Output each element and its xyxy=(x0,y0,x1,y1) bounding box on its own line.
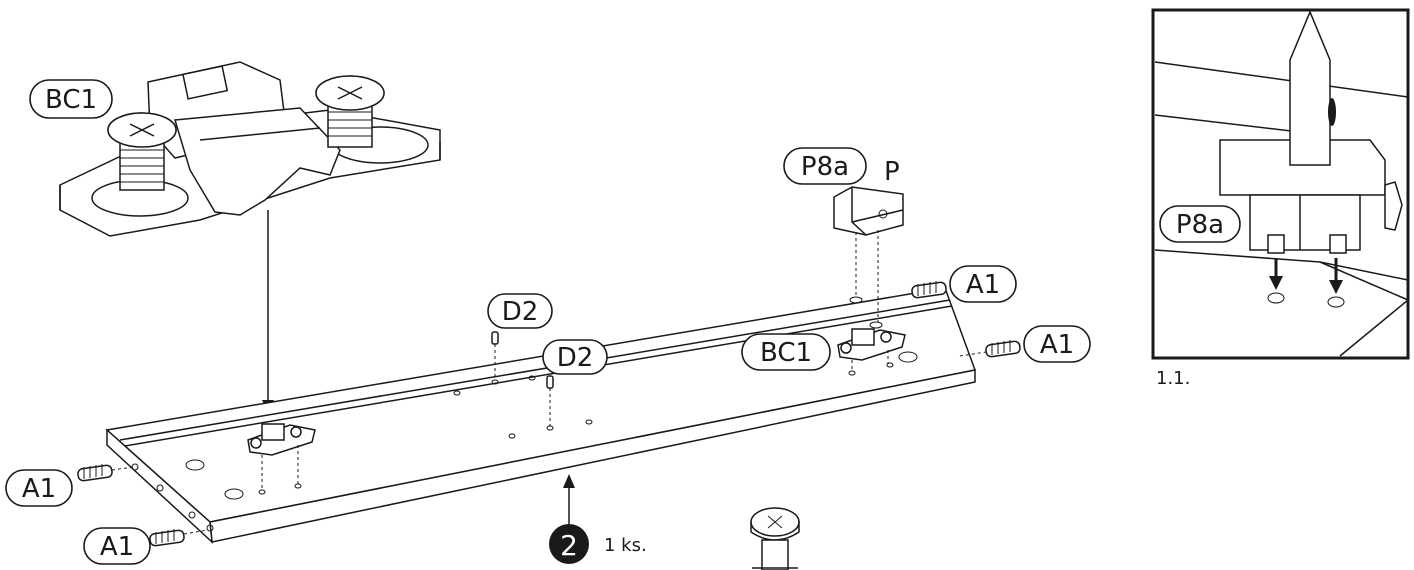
svg-text:2: 2 xyxy=(560,529,578,562)
wooden-dowel-icon xyxy=(491,331,554,426)
label-bc1-panel: BC1 xyxy=(741,333,831,371)
svg-text:A1: A1 xyxy=(100,532,134,562)
label-d2-first: D2 xyxy=(487,293,553,329)
svg-text:A1: A1 xyxy=(1040,330,1074,360)
screw-a1-right-mid xyxy=(959,340,1021,358)
screw-a1-left-top xyxy=(77,464,135,482)
label-a1-left-bottom: A1 xyxy=(83,527,151,565)
svg-text:A1: A1 xyxy=(966,270,1000,300)
label-a1-right-top: A1 xyxy=(949,265,1017,303)
hinge-plate-left-small xyxy=(247,423,316,490)
detail-inset: P8a xyxy=(1151,8,1410,360)
label-p8a: P8a xyxy=(783,147,867,185)
svg-text:BC1: BC1 xyxy=(760,338,812,368)
svg-text:A1: A1 xyxy=(22,474,56,504)
svg-text:BC1: BC1 xyxy=(45,85,97,115)
connector-block-icon xyxy=(833,186,904,322)
screw-a1-left-bottom xyxy=(149,529,209,547)
label-d2-second: D2 xyxy=(542,339,608,375)
screw-a1-right-top xyxy=(911,281,947,299)
hinge-plate-right-small xyxy=(837,328,906,372)
placement-arrow xyxy=(262,210,274,414)
hinge-mounting-plate-icon xyxy=(59,61,441,237)
panel-indicator-arrow xyxy=(563,474,575,530)
svg-text:P8a: P8a xyxy=(1176,210,1224,240)
label-bc1-large: BC1 xyxy=(29,79,113,119)
svg-text:P8a: P8a xyxy=(801,152,849,182)
step-number-badge: 2 xyxy=(549,524,589,564)
label-p: P xyxy=(884,157,900,187)
quantity-label: 1 ks. xyxy=(604,535,647,556)
label-a1-left-top: A1 xyxy=(5,469,73,507)
confirmat-screw-icon xyxy=(750,507,800,570)
svg-text:D2: D2 xyxy=(502,297,539,327)
detail-reference-label: 1.1. xyxy=(1156,368,1190,389)
svg-text:D2: D2 xyxy=(557,343,594,373)
label-a1-right-mid: A1 xyxy=(1023,325,1091,363)
